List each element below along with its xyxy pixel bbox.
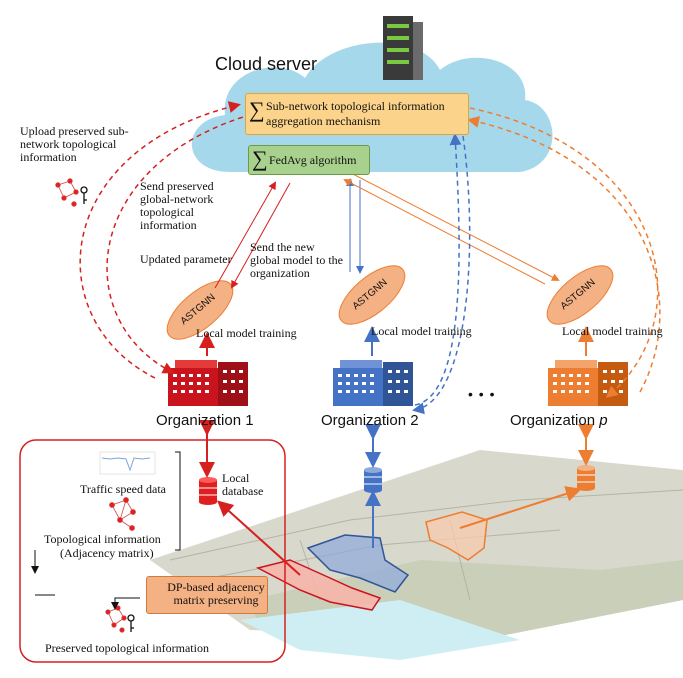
building-icon-orgp [548, 360, 628, 406]
local-training-label-1: Local model training [196, 326, 297, 340]
aggregation-mechanism-box: ∑ Sub-network topological information ag… [245, 93, 469, 135]
adjacency-matrix-label: (Adjacency matrix) [60, 546, 154, 560]
building-icon-org1 [168, 360, 248, 406]
astgnn-ellipse-2 [338, 265, 406, 325]
network-icon-panel [109, 497, 136, 531]
organization-2-label: Organization 2 [321, 412, 419, 429]
dashed-upload-org1 [79, 101, 241, 379]
arrow-preserving-to-preserved [111, 597, 140, 610]
dashed-send-org2 [412, 135, 471, 415]
key-icon-upload [80, 186, 88, 204]
arrow-new-model-org1 [231, 182, 291, 289]
dashed-upload-org2 [414, 133, 462, 406]
organizations-ellipsis: • • • [468, 386, 496, 402]
organization-p-label: Organization p [510, 412, 608, 429]
arrow-updated-param-orgp [343, 179, 546, 285]
detail-panel [19, 439, 286, 663]
upload-preserved-label: Upload preserved sub-network topological… [20, 124, 129, 164]
server-icon [383, 16, 423, 80]
arrow-updated-param-org1 [214, 181, 276, 289]
data-bracket [175, 451, 181, 551]
aggregation-mechanism-label: Sub-network topological information aggr… [266, 99, 445, 128]
fedavg-label: FedAvg algorithm [269, 153, 357, 167]
network-icon-preserved [105, 605, 127, 633]
arrow-region-orgp [459, 486, 582, 529]
arrow-region-org1 [217, 500, 301, 576]
preserved-info-label: Preserved topological information [45, 641, 209, 655]
database-icon-org2 [364, 467, 382, 493]
traffic-speed-chart [99, 451, 156, 475]
local-database-label: Local database [222, 471, 264, 498]
arrow-new-model-orgp [344, 169, 560, 281]
organization-1-label: Organization 1 [156, 412, 254, 429]
local-training-label-2: Local model training [371, 324, 472, 338]
astgnn-ellipse-3 [546, 265, 614, 325]
astgnn-ellipse-1 [166, 280, 234, 340]
map-image [150, 450, 683, 660]
dashed-upload-orgp [467, 116, 661, 393]
sigma-symbol: ∑ [249, 97, 265, 122]
send-preserved-label: Send preserved global-network topologica… [140, 179, 214, 232]
traffic-speed-label: Traffic speed data [80, 482, 166, 496]
dp-preserving-label: DP-based adjacency matrix preserving [167, 580, 265, 607]
sigma-symbol: ∑ [252, 146, 268, 171]
dashed-send-org1 [106, 111, 261, 374]
topological-info-label: Topological information [44, 532, 161, 546]
updated-parameter-label: Updated parameter [140, 252, 232, 266]
database-icon-orgp [577, 465, 595, 491]
local-training-label-3: Local model training [562, 324, 663, 338]
cloud-server-title: Cloud server [215, 54, 318, 74]
database-icon-org1 [199, 477, 217, 505]
region-org2 [306, 534, 410, 593]
dp-preserving-box: DP-based adjacency matrix preserving [146, 576, 268, 614]
key-icon-preserved [127, 614, 135, 632]
network-icon-upload [55, 178, 79, 207]
dashed-send-orgp [469, 107, 659, 398]
building-icon-org2 [333, 360, 413, 406]
send-new-model-label: Send the new global model to the organiz… [250, 240, 343, 280]
fedavg-box: ∑ FedAvg algorithm [248, 145, 370, 175]
region-org1 [255, 559, 382, 611]
